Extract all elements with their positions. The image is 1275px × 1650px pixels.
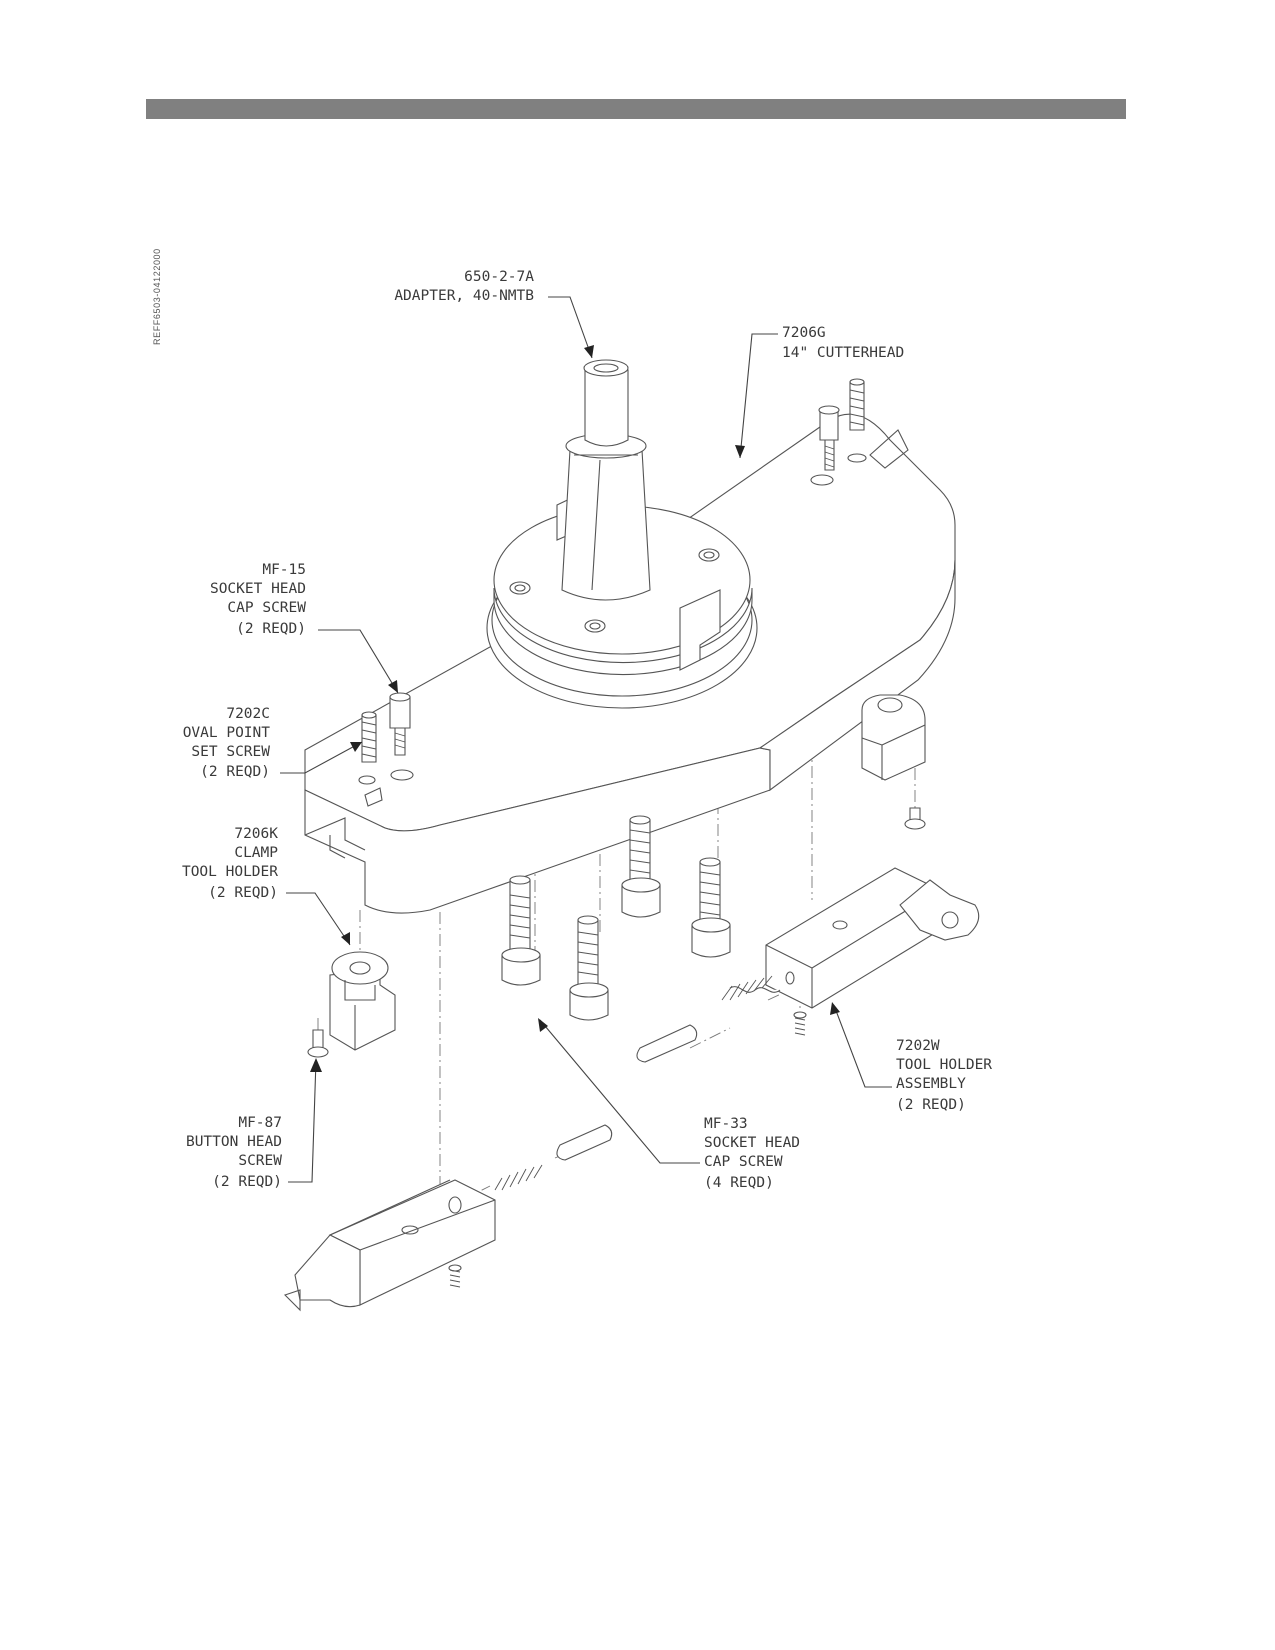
callout-mf33-line3: CAP SCREW <box>704 1154 783 1170</box>
tool-holder-assembly-right <box>636 867 980 1063</box>
button-head-screws <box>307 807 926 1058</box>
callout-mf15-line2: SOCKET HEAD <box>210 581 306 597</box>
top-right-screws <box>810 378 867 486</box>
callout-tool-holder-line2: TOOL HOLDER <box>896 1057 992 1073</box>
callout-oval-set-quantity: (2 REQD) <box>200 764 270 780</box>
callout-tool-holder-line3: ASSEMBLY <box>896 1076 966 1092</box>
callout-mf87: MF-87 BUTTON HEAD SCREW (2 REQD) <box>186 1115 282 1190</box>
callout-mf33-quantity: (4 REQD) <box>704 1175 774 1191</box>
callout-clamp: 7206K CLAMP TOOL HOLDER (2 REQD) <box>182 826 278 901</box>
callout-clamp-line3: TOOL HOLDER <box>182 864 278 880</box>
callout-mf15: MF-15 SOCKET HEAD CAP SCREW (2 REQD) <box>210 562 306 637</box>
callout-adapter-description: ADAPTER, 40-NMTB <box>394 288 534 304</box>
callout-tool-holder: 7202W TOOL HOLDER ASSEMBLY (2 REQD) <box>896 1038 992 1113</box>
callout-oval-set-line3: SET SCREW <box>191 744 270 760</box>
callout-cutterhead: 7206G 14" CUTTERHEAD <box>782 325 904 361</box>
adapter-40-nmtb <box>561 359 651 601</box>
callout-mf33-part-number: MF-33 <box>704 1116 748 1132</box>
callout-clamp-part-number: 7206K <box>234 826 278 842</box>
callout-tool-holder-quantity: (2 REQD) <box>896 1097 966 1113</box>
callout-adapter-part-number: 650-2-7A <box>464 269 534 285</box>
callout-oval-set-line2: OVAL POINT <box>183 725 271 741</box>
callout-clamp-quantity: (2 REQD) <box>208 885 278 901</box>
callout-mf15-line3: CAP SCREW <box>227 600 306 616</box>
callout-mf33: MF-33 SOCKET HEAD CAP SCREW (4 REQD) <box>704 1116 800 1191</box>
callout-mf87-quantity: (2 REQD) <box>212 1174 282 1190</box>
callout-mf87-line2: BUTTON HEAD <box>186 1134 282 1150</box>
left-screws <box>358 692 414 785</box>
header-bar <box>146 99 1126 119</box>
callout-adapter: 650-2-7A ADAPTER, 40-NMTB <box>394 269 534 304</box>
callout-mf87-part-number: MF-87 <box>238 1115 282 1131</box>
callout-oval-set-part-number: 7202C <box>226 706 270 722</box>
callout-mf15-part-number: MF-15 <box>262 562 306 578</box>
callout-cutterhead-part-number: 7206G <box>782 325 826 341</box>
callout-cutterhead-description: 14" CUTTERHEAD <box>782 345 904 361</box>
clamp-tool-holder-right <box>861 694 926 781</box>
callout-mf87-line3: SCREW <box>238 1153 282 1169</box>
callout-clamp-line2: CLAMP <box>234 845 278 861</box>
callout-mf33-line2: SOCKET HEAD <box>704 1135 800 1151</box>
callout-tool-holder-part-number: 7202W <box>896 1038 940 1054</box>
callout-oval-set-screw: 7202C OVAL POINT SET SCREW (2 REQD) <box>183 706 271 780</box>
clamp-tool-holder-left <box>329 951 396 1051</box>
leaders <box>280 296 892 1183</box>
cap-screws-mf33 <box>501 815 731 1021</box>
tool-holder-assembly-left <box>283 1124 613 1312</box>
callout-mf15-quantity: (2 REQD) <box>236 621 306 637</box>
